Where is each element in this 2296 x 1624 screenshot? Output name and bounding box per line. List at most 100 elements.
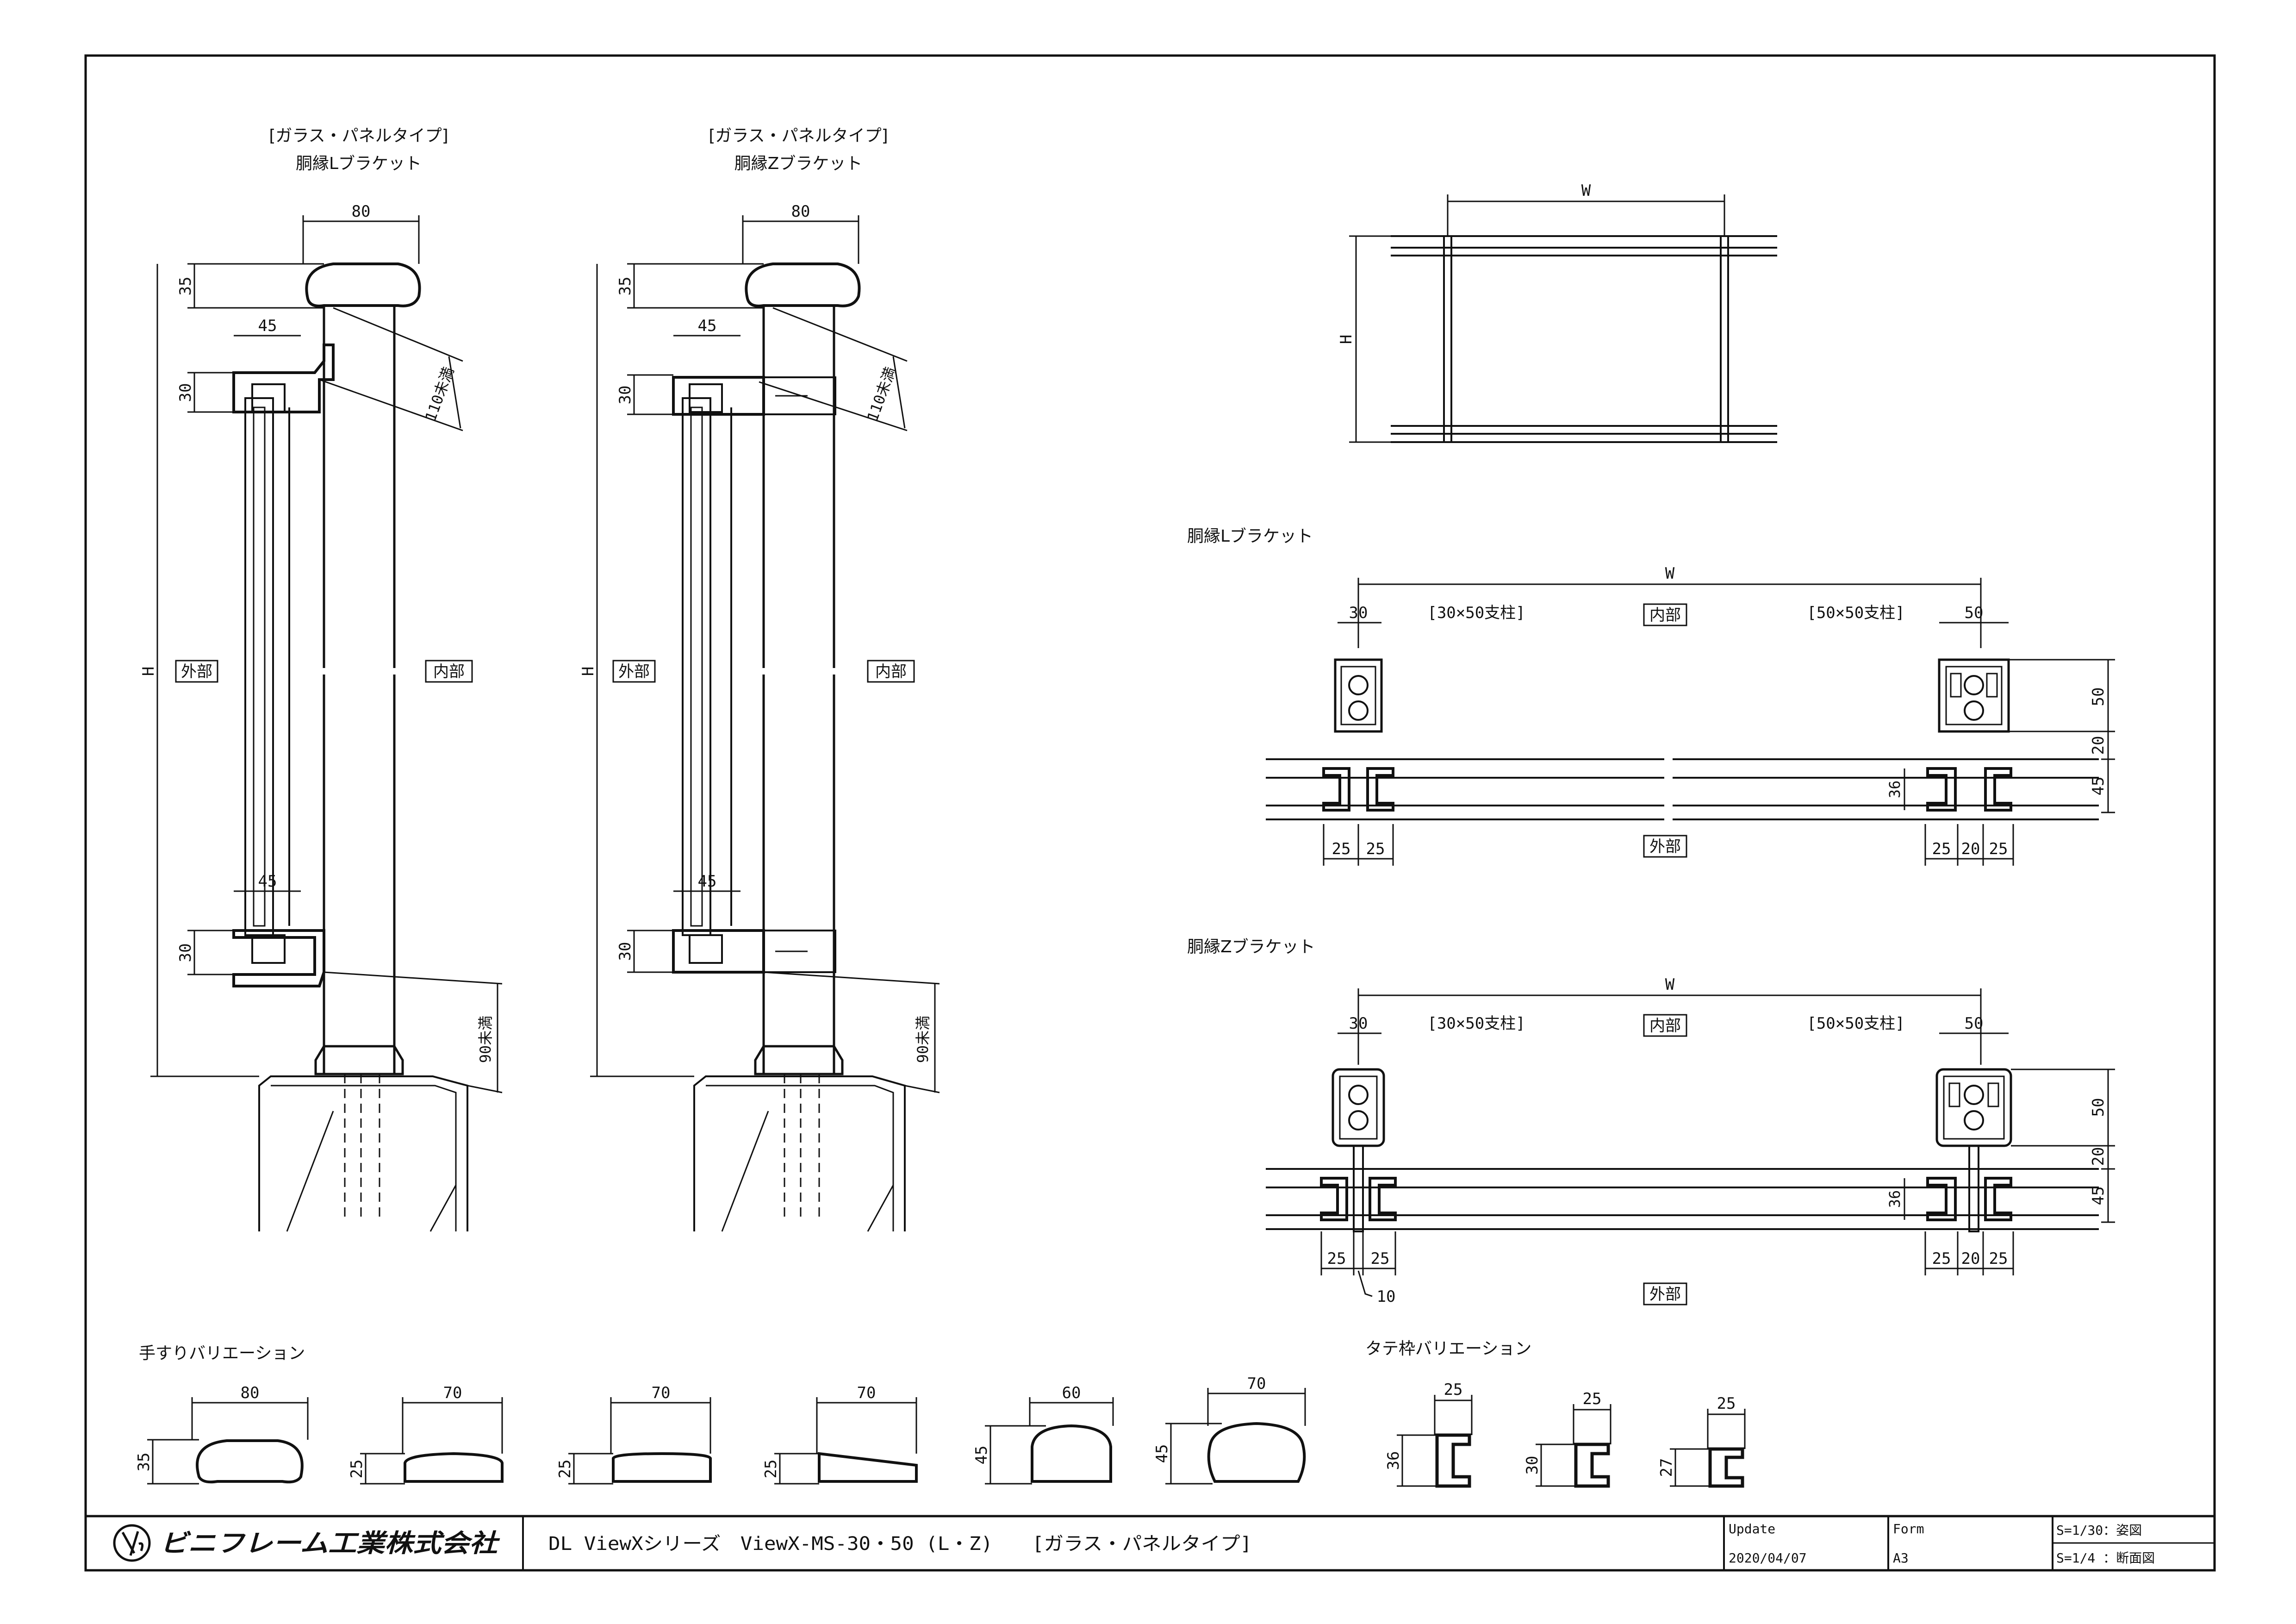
section-l-post (323, 304, 396, 1075)
section-l-upper-bracket (232, 344, 335, 413)
plan-l-bracket: 胴縁Lブラケット W [30×50支柱] 内部 [50×50支柱] 30 50 (1187, 527, 2115, 866)
form-label: Form (1893, 1521, 1924, 1537)
section-l-outside-label: 外部 (181, 662, 212, 681)
handrail-variation-width: 70 (443, 1384, 462, 1402)
frame-variation-width: 25 (1717, 1394, 1736, 1413)
handrail-variation-height: 25 (348, 1460, 366, 1479)
plan-z-left-bracket-b (1369, 1177, 1397, 1221)
section-z-base-plate (754, 1045, 844, 1075)
frame-variations-title: タテ枠バリエーション (1365, 1339, 1531, 1358)
section-z-dim-height: H (579, 667, 597, 676)
section-l-dim-bracket: 45 (258, 317, 277, 335)
handrail-variation-width: 80 (241, 1384, 260, 1402)
plan-l-right-bracket-b (1984, 767, 2012, 812)
plan-l-width: W (1665, 564, 1675, 583)
plan-l-right-bracket-a (1926, 767, 1957, 812)
handrail-variation-height: 45 (1153, 1444, 1171, 1463)
plan-z-left-bracket-a (1320, 1177, 1348, 1221)
plan-l-post-large: [50×50支柱] (1807, 604, 1904, 622)
elevation-left-post (1443, 235, 1452, 443)
section-l-base-plate (314, 1045, 404, 1075)
sheet-border (84, 54, 2216, 1572)
title-block: ビニフレーム工業株式会社 DL ViewXシリーズ ViewX-MS-30・50… (86, 1515, 2215, 1570)
update-label: Update (1729, 1521, 1775, 1537)
handrail-variation: 80 35 (135, 1384, 309, 1485)
plan-l-post-small: [30×50支柱] (1427, 604, 1525, 622)
section-l-type-label: [ガラス・パネルタイプ] (269, 126, 448, 145)
section-l-dim-lower: 30 (176, 943, 195, 962)
frame-variation: 25 36 (1384, 1380, 1473, 1488)
handrail-variation-height: 25 (762, 1460, 780, 1479)
company-name: ビニフレーム工業株式会社 (160, 1529, 500, 1558)
plan-z-d20v: 20 (2089, 1147, 2108, 1166)
section-z-dim-lower: 30 (616, 942, 635, 961)
plan-z-outside: 外部 (1649, 1285, 1681, 1304)
section-z-dim-rail: 80 (791, 202, 810, 221)
plan-z-post-large: [50×50支柱] (1807, 1014, 1904, 1033)
plan-l-large-post (1938, 658, 2010, 733)
elevation-width: W (1581, 181, 1591, 200)
section-z-dim-lower-bracket: 45 (698, 872, 717, 891)
elevation-height: H (1337, 335, 1356, 344)
section-z-type-label: [ガラス・パネルタイプ] (709, 126, 888, 145)
section-z-post (762, 304, 835, 1075)
plan-l-outside: 外部 (1649, 837, 1681, 856)
plan-l-b4: 20 (1961, 840, 1980, 858)
section-l-lower-bracket (232, 929, 325, 987)
section-z-clear-bottom: 90未満 (914, 1016, 932, 1063)
section-z-clear-top: 110未満 (864, 365, 899, 424)
plan-l-d45v: 45 (2089, 777, 2108, 796)
handrail-variation: 70 45 (1153, 1374, 1306, 1485)
plan-l-d20v: 20 (2089, 736, 2108, 755)
section-l-dim-top: 35 (176, 277, 195, 296)
elevation-view: W H (1337, 181, 1777, 443)
section-l-title: 胴縁Lブラケット (296, 154, 422, 173)
section-z-slab (693, 1075, 906, 1231)
plan-l-left-bracket-b (1366, 767, 1394, 812)
frame-variation-height: 27 (1657, 1458, 1676, 1477)
plan-z-d50v: 50 (2089, 1098, 2108, 1117)
section-z-dim-bracket: 45 (698, 317, 717, 335)
plan-l-title: 胴縁Lブラケット (1187, 527, 1313, 546)
section-z-title: 胴縁Zブラケット (734, 154, 863, 173)
elevation-right-post (1720, 235, 1729, 443)
plan-z-gap: 10 (1377, 1287, 1396, 1306)
plan-z-post-small: [30×50支柱] (1427, 1014, 1525, 1033)
plan-l-left-bracket-a (1322, 767, 1350, 812)
drawing-title: DL ViewXシリーズ ViewX-MS-30・50 (L・Z) [ガラス・パ… (548, 1533, 1252, 1555)
plan-z-d36: 36 (1886, 1190, 1904, 1208)
plan-l-small-post (1334, 658, 1383, 733)
section-z-bracket: [ガラス・パネルタイプ] 胴縁Zブラケット 80 35 45 (579, 126, 940, 1232)
handrail-variations-title: 手すりバリエーション (139, 1344, 305, 1363)
section-l-slab (258, 1075, 468, 1231)
plan-z-bracket: 胴縁Zブラケット W [30×50支柱] 内部 [50×50支柱] 30 50 (1187, 937, 2115, 1306)
plan-z-d50: 50 (1965, 1014, 1984, 1033)
section-l-glass-inner (253, 406, 266, 927)
plan-z-right-bracket-a (1926, 1177, 1957, 1221)
plan-l-d36: 36 (1886, 781, 1904, 799)
company-logo-mark (121, 1531, 144, 1556)
plan-l-b2: 25 (1366, 840, 1385, 858)
plan-z-d30: 30 (1349, 1014, 1368, 1033)
frame-variation: 25 27 (1657, 1394, 1746, 1488)
plan-l-d30: 30 (1349, 604, 1368, 622)
handrail-variation-width: 70 (1247, 1374, 1266, 1393)
plan-z-inside: 内部 (1649, 1017, 1681, 1035)
section-l-bracket: [ガラス・パネルタイプ] 胴縁Lブラケット 80 35 (139, 126, 503, 1232)
plan-l-d50v: 50 (2089, 687, 2108, 706)
company-logo-icon (113, 1524, 151, 1562)
plan-l-b1: 25 (1332, 840, 1351, 858)
scale-section: S=1/4 ：断面図 (2056, 1550, 2155, 1566)
frame-variation-height: 36 (1384, 1451, 1403, 1470)
plan-l-b3: 25 (1932, 840, 1951, 858)
frame-variation-height: 30 (1523, 1456, 1542, 1475)
section-l-dim-height: H (139, 667, 158, 676)
section-z-inside-label: 内部 (875, 662, 907, 681)
handrail-variation-height: 35 (135, 1453, 153, 1472)
handrail-variations: 手すりバリエーション 80 35 70 25 (135, 1344, 1306, 1485)
plan-z-title: 胴縁Zブラケット (1187, 937, 1315, 956)
plan-z-b1: 25 (1327, 1249, 1346, 1268)
section-l-clear-top: 110未満 (422, 365, 457, 424)
section-z-glass (682, 397, 711, 936)
